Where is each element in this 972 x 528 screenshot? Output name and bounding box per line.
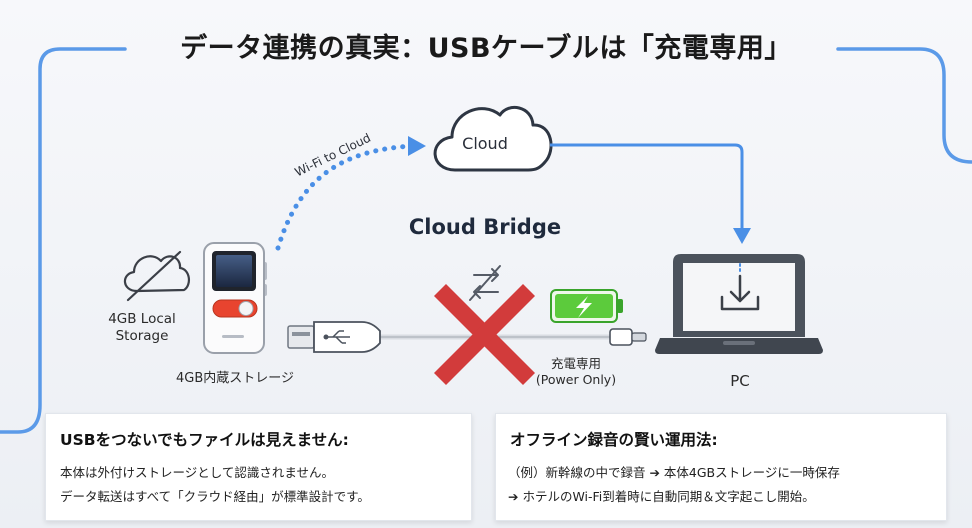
- offline-tips-title: オフライン録音の賢い運用法:: [510, 431, 718, 449]
- cloud-off-icon: [123, 250, 190, 302]
- cloud-bridge-label: Cloud Bridge: [408, 215, 562, 239]
- recorder-device-icon: [203, 242, 267, 354]
- usb-note-line-2: データ転送はすべて「クラウド経由」が標準設計です。: [60, 489, 370, 504]
- offline-tips-line-2: ➔ ホテルのWi-Fi到着時に自動同期＆文字起こし開始。: [508, 489, 815, 504]
- frame-line-right: [836, 47, 972, 164]
- offline-tips-line-1: （例）新幹線の中で録音 ➔ 本体4GBストレージに一時保存: [508, 465, 840, 480]
- usb-plug-icon: [287, 321, 647, 353]
- usb-note-card: USBをつないでもファイルは見えません: 本体は外付けストレージとして認識されま…: [45, 413, 472, 521]
- cloud-to-pc-arrow: [550, 143, 744, 232]
- no-sync-icon: [469, 265, 501, 301]
- usb-note-title: USBをつないでもファイルは見えません:: [60, 431, 349, 449]
- charge-only-label: 充電専用(Power Only): [535, 356, 617, 387]
- frame-line-left: [0, 47, 127, 434]
- wifi-dotted-arrow: [275, 143, 415, 251]
- battery-charging-icon: [550, 289, 623, 323]
- cloud-icon: [433, 105, 553, 172]
- pc-label: PC: [730, 372, 750, 390]
- cloud-label: Cloud: [462, 134, 508, 153]
- internal-storage-label: 4GB内蔵ストレージ: [175, 371, 294, 386]
- red-cross-icon: [433, 283, 536, 386]
- download-icon: [720, 263, 760, 311]
- offline-tips-card: オフライン録音の賢い運用法: （例）新幹線の中で録音 ➔ 本体4GBストレージに…: [495, 413, 947, 521]
- usb-note-line-1: 本体は外付けストレージとして認識されません。: [60, 465, 335, 480]
- page-title: データ連携の真実：USBケーブルは「充電専用」: [180, 33, 792, 64]
